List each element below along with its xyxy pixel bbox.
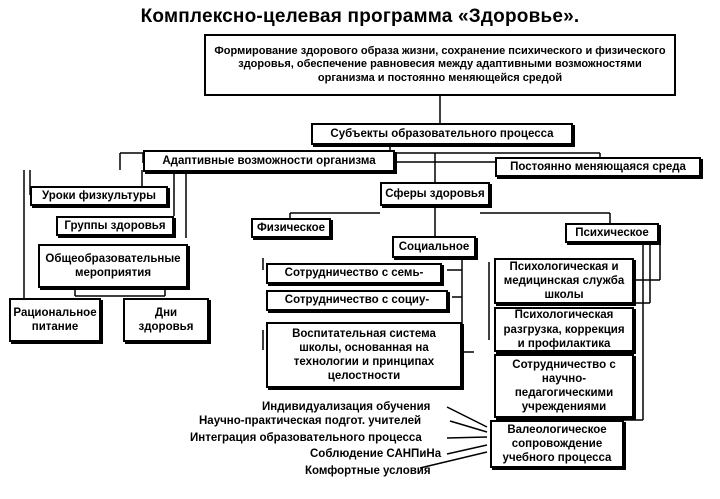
environment-box: Постоянно меняющаяся среда (495, 157, 701, 177)
health-days-box: Дни здоровья (123, 298, 209, 342)
psychic-box: Психическое (565, 223, 659, 243)
socium-box: Сотрудничество с социу- (266, 290, 448, 311)
valeology-box: Валеологическое сопровождение учебного п… (490, 420, 624, 468)
side-label: Соблюдение САНПиНа (310, 448, 442, 460)
adaptive-box: Адаптивные возможности организма (143, 150, 395, 172)
nutrition-box: Рациональное питание (9, 298, 101, 342)
physical-box: Физическое (251, 218, 331, 238)
spheres-box: Сферы здоровья (380, 182, 490, 206)
psych-service-box: Психологическая и медицинская служба шко… (494, 258, 634, 304)
pe-lessons-box: Уроки физкультуры (30, 186, 168, 206)
upbringing-box: Воспитательная система школы, основанная… (266, 322, 462, 388)
side-label: Индивидуализация обучения (262, 401, 431, 413)
side-label: Интеграция образовательного процесса (190, 432, 422, 444)
health-groups-box: Группы здоровья (56, 216, 174, 236)
subjects-box: Субъекты образовательного процесса (311, 123, 573, 145)
side-label: Научно-практическая подгот. учителей (199, 415, 422, 427)
social-box: Социальное (392, 236, 476, 258)
family-box: Сотрудничество с семь- (266, 263, 442, 284)
goal-box: Формирование здорового образа жизни, сох… (204, 34, 676, 96)
diagram-title: Комплексно-целевая программа «Здоровье». (140, 6, 580, 27)
cooperation-box: Сотрудничество с научно-педагогическими … (494, 354, 634, 418)
side-label: Комфортные условия (305, 465, 431, 477)
general-events-box: Общеобразовательные мероприятия (38, 244, 188, 288)
unloading-box: Психологическая разгрузка, коррекция и п… (494, 307, 634, 352)
